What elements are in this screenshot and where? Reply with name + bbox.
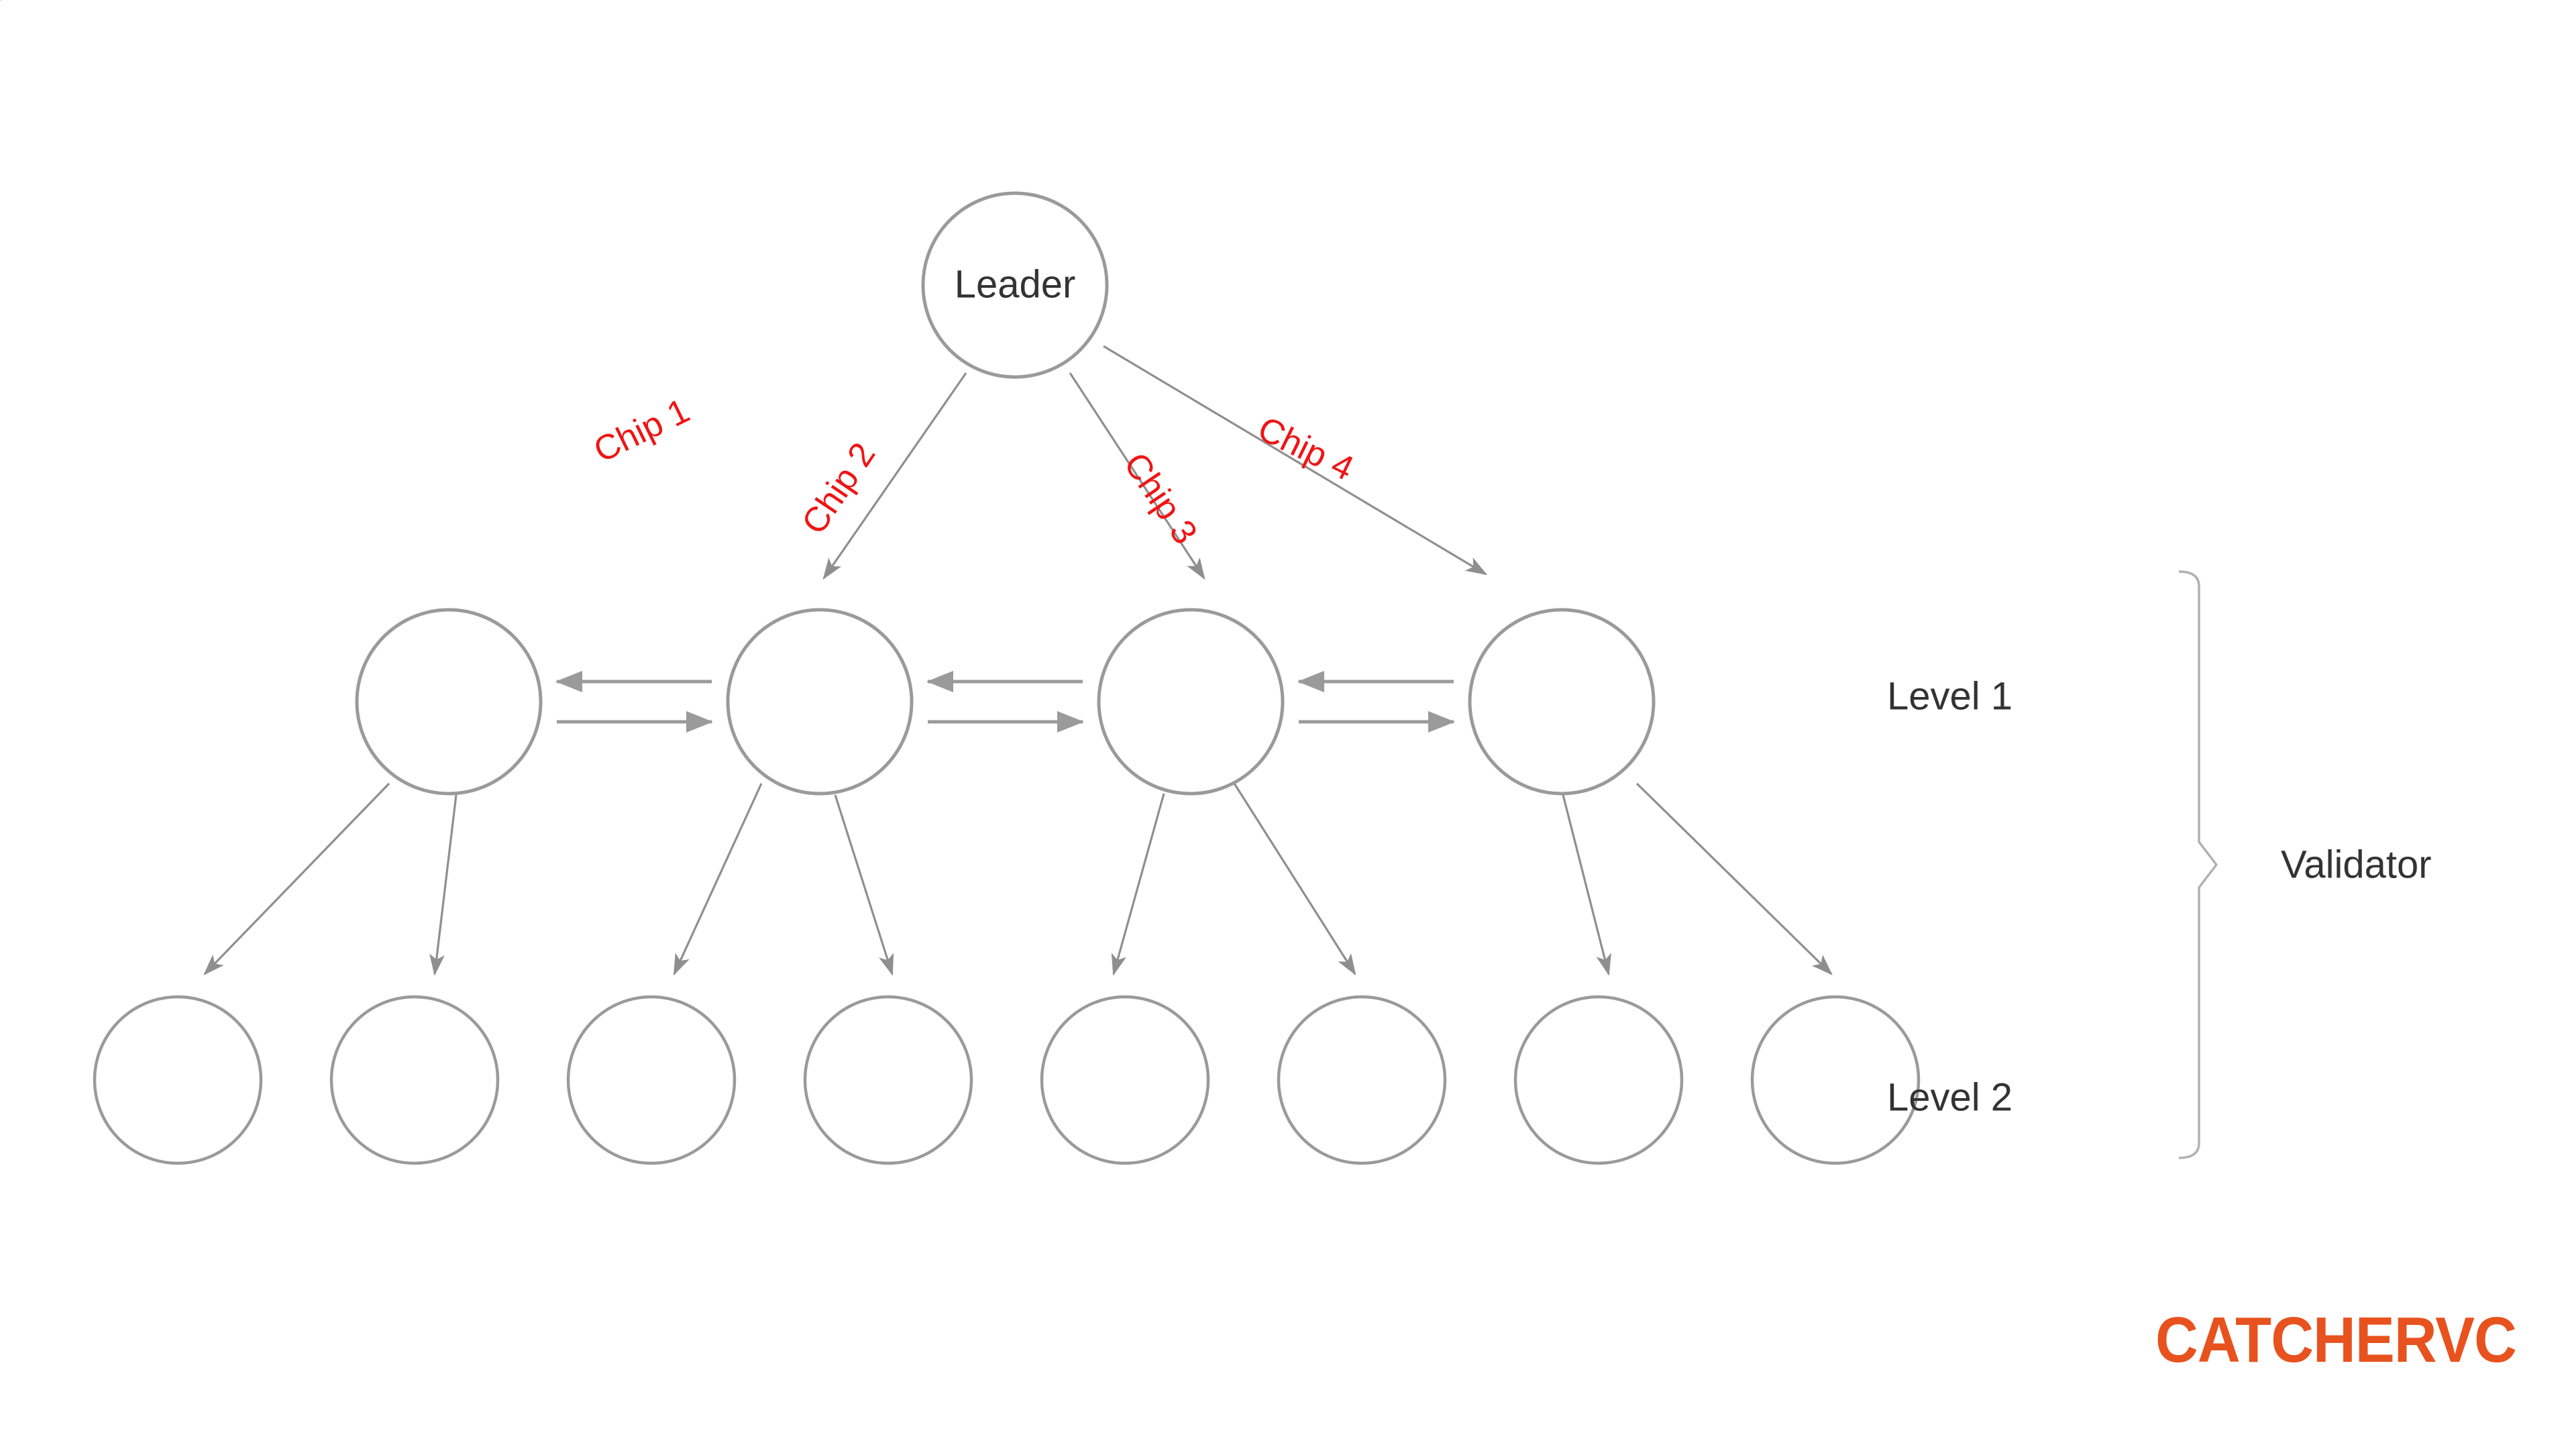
- level1-node-4[interactable]: [1468, 608, 1656, 796]
- leader-node-label: Leader: [955, 262, 1076, 306]
- chip-edge-3: [1103, 345, 1488, 576]
- leader-node-circle: [921, 191, 1109, 379]
- chip-label-2: Chip 2: [794, 436, 883, 541]
- chip-label-group: Chip 1 Chip 2 Chip 3 Chip 4: [588, 391, 1359, 551]
- catchervc-logo: CATCHERVC: [2155, 1304, 2517, 1376]
- chip-edge-1: [822, 372, 967, 580]
- child-edge-7: [1562, 794, 1611, 976]
- level1-node-group: [355, 608, 1656, 796]
- validator-brace: [2178, 570, 2218, 1159]
- chip-label-3: Chip 3: [1116, 446, 1205, 551]
- child-edge-3: [673, 783, 763, 976]
- leader-node[interactable]: Leader: [921, 191, 1109, 379]
- child-edge-2: [429, 794, 458, 976]
- child-edge-5: [1111, 793, 1165, 976]
- level2-node-group: [93, 995, 1921, 1165]
- chip-label-4: Chip 4: [1252, 409, 1360, 488]
- level1-node-3[interactable]: [1097, 608, 1285, 796]
- child-edge-1: [203, 782, 390, 975]
- level2-node-5[interactable]: [1040, 995, 1210, 1165]
- child-edge-6: [1233, 783, 1356, 976]
- level2-node-4[interactable]: [803, 995, 973, 1165]
- level1-node-1[interactable]: [355, 608, 543, 796]
- peer-link-group: [555, 671, 1456, 733]
- validator-brace-group: Level 1 Level 2 Validator: [1887, 570, 2432, 1159]
- child-edge-4: [834, 794, 894, 976]
- level2-node-7[interactable]: [1513, 995, 1684, 1165]
- chip-edge-group: [822, 345, 1488, 580]
- level2-node-8[interactable]: [1750, 995, 1921, 1165]
- level2-node-2[interactable]: [329, 995, 500, 1165]
- level2-node-1[interactable]: [93, 995, 263, 1165]
- level1-node-2[interactable]: [726, 608, 914, 796]
- child-edge-8: [1635, 782, 1833, 975]
- chip-edge-2: [1069, 372, 1205, 580]
- validator-label: Validator: [2281, 843, 2432, 886]
- level2-label: Level 2: [1887, 1075, 2012, 1119]
- level1-label: Level 1: [1887, 674, 2012, 718]
- child-edge-group: [203, 782, 1833, 976]
- chip-label-1: Chip 1: [588, 391, 696, 470]
- level2-node-3[interactable]: [566, 995, 737, 1165]
- level2-node-6[interactable]: [1277, 995, 1447, 1165]
